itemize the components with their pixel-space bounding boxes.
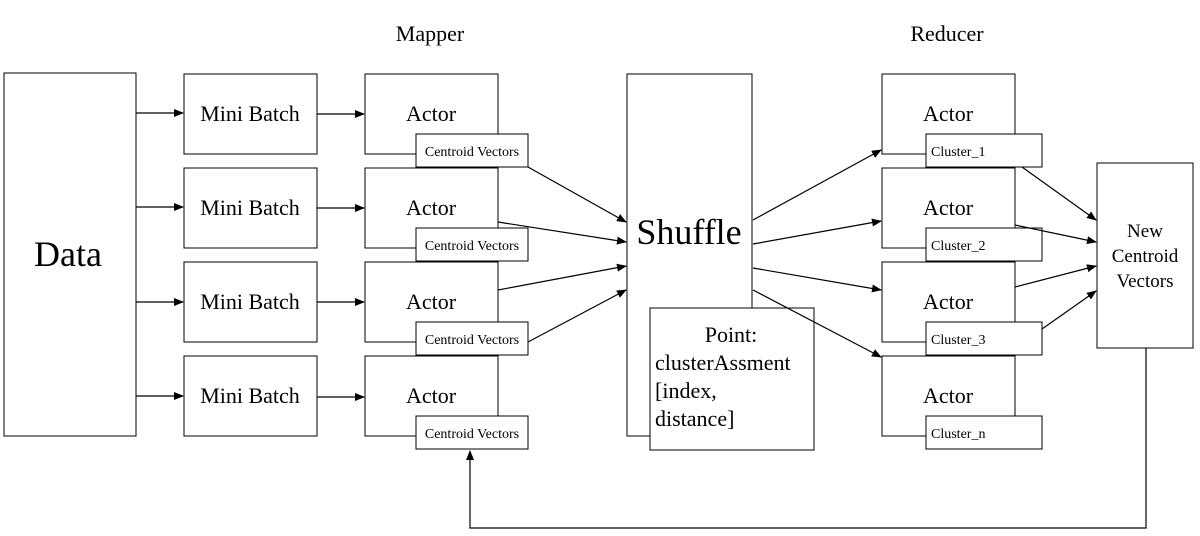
arrow-reducer-to-new-1 [1021, 166, 1097, 221]
mini-batch-3: Mini Batch [183, 261, 318, 343]
point-box-group: Point: clusterAssment [index, distance] [649, 307, 815, 451]
centroid-vectors-box [415, 227, 529, 262]
centroid-vectors-label: Centroid Vectors [425, 239, 519, 254]
cluster-box [925, 133, 1043, 168]
mapper-actor-3: Actor Centroid Vectors [364, 261, 529, 356]
arrow-shuffle-to-reducer-2 [752, 218, 882, 245]
arrow-mapper-to-shuffle-1 [527, 166, 627, 223]
centroid-vectors-box [415, 415, 529, 450]
mini-batch-label: Mini Batch [200, 195, 300, 220]
actor-label: Actor [923, 195, 974, 220]
arrow-mapper-to-shuffle-3 [497, 263, 627, 291]
centroid-vectors-box [415, 321, 529, 356]
arrow-reducer-to-new-3 [1014, 264, 1097, 288]
actor-label: Actor [406, 101, 457, 126]
centroid-vectors-label: Centroid Vectors [425, 145, 519, 160]
actor-label: Actor [406, 383, 457, 408]
cluster-label: Cluster_n [931, 427, 985, 442]
point-distance: distance] [655, 406, 734, 431]
reducer-actor-4: Actor Cluster_n [881, 355, 1043, 450]
arrow-shuffle-to-reducer-4 [752, 289, 882, 358]
arrow-mapper-to-shuffle-2 [497, 221, 627, 245]
centroid-vectors-box [415, 133, 529, 168]
reducer-actor-1: Actor Cluster_1 [881, 73, 1043, 168]
mapper-actor-2: Actor Centroid Vectors [364, 167, 529, 262]
centroid-vectors-label: Centroid Vectors [425, 333, 519, 348]
new-centroid-line3: Vectors [1117, 271, 1174, 292]
centroid-vectors-label: Centroid Vectors [425, 427, 519, 442]
cluster-box [925, 227, 1043, 262]
arrow-reducer-to-new-4 [1041, 290, 1097, 330]
point-label: Point: [705, 322, 758, 347]
new-centroid-box [1096, 162, 1194, 349]
feedback-arrow [466, 348, 1147, 529]
reducer-actor-2: Actor Cluster_2 [881, 167, 1043, 262]
arrow-reducer-to-new-2 [1014, 224, 1097, 245]
actor-label: Actor [923, 289, 974, 314]
cluster-box [925, 415, 1043, 450]
mini-batch-box [183, 73, 318, 155]
mapper-actor-4: Actor Centroid Vectors [364, 355, 529, 450]
data-box [3, 72, 137, 437]
mini-batch-1: Mini Batch [183, 73, 318, 155]
mini-batch-box [183, 261, 318, 343]
data-label: Data [34, 234, 102, 274]
mini-batch-box [183, 355, 318, 437]
new-centroid-vectors: New Centroid Vectors [1096, 162, 1194, 349]
arrow-mapper-to-shuffle-4 [527, 289, 627, 343]
reducer-actor-3: Actor Cluster_3 [881, 261, 1043, 356]
mini-batch-4: Mini Batch [183, 355, 318, 437]
arrow-shuffle-to-reducer-3 [752, 267, 882, 293]
actor-label: Actor [923, 383, 974, 408]
point-index: [index, [655, 378, 717, 403]
cluster-label: Cluster_3 [931, 333, 985, 348]
arrow-shuffle-to-reducer-1 [752, 149, 882, 221]
shuffle-label: Shuffle [636, 212, 741, 252]
reducer-header: Reducer [910, 21, 984, 46]
actor-label: Actor [923, 101, 974, 126]
mapper-header: Mapper [396, 21, 465, 46]
mini-batch-label: Mini Batch [200, 289, 300, 314]
point-box [649, 307, 815, 451]
mini-batch-label: Mini Batch [200, 101, 300, 126]
mapper-actor-1: Actor Centroid Vectors [364, 73, 529, 168]
actor-label: Actor [406, 289, 457, 314]
cluster-label: Cluster_1 [931, 145, 985, 160]
point-cluster-assment: clusterAssment [655, 350, 791, 375]
mini-batch-2: Mini Batch [183, 167, 318, 249]
new-centroid-line2: Centroid [1112, 246, 1179, 267]
new-centroid-line1: New [1127, 221, 1163, 242]
actor-label: Actor [406, 195, 457, 220]
mini-batch-box [183, 167, 318, 249]
mini-batch-label: Mini Batch [200, 383, 300, 408]
cluster-box [925, 321, 1043, 356]
cluster-label: Cluster_2 [931, 239, 985, 254]
